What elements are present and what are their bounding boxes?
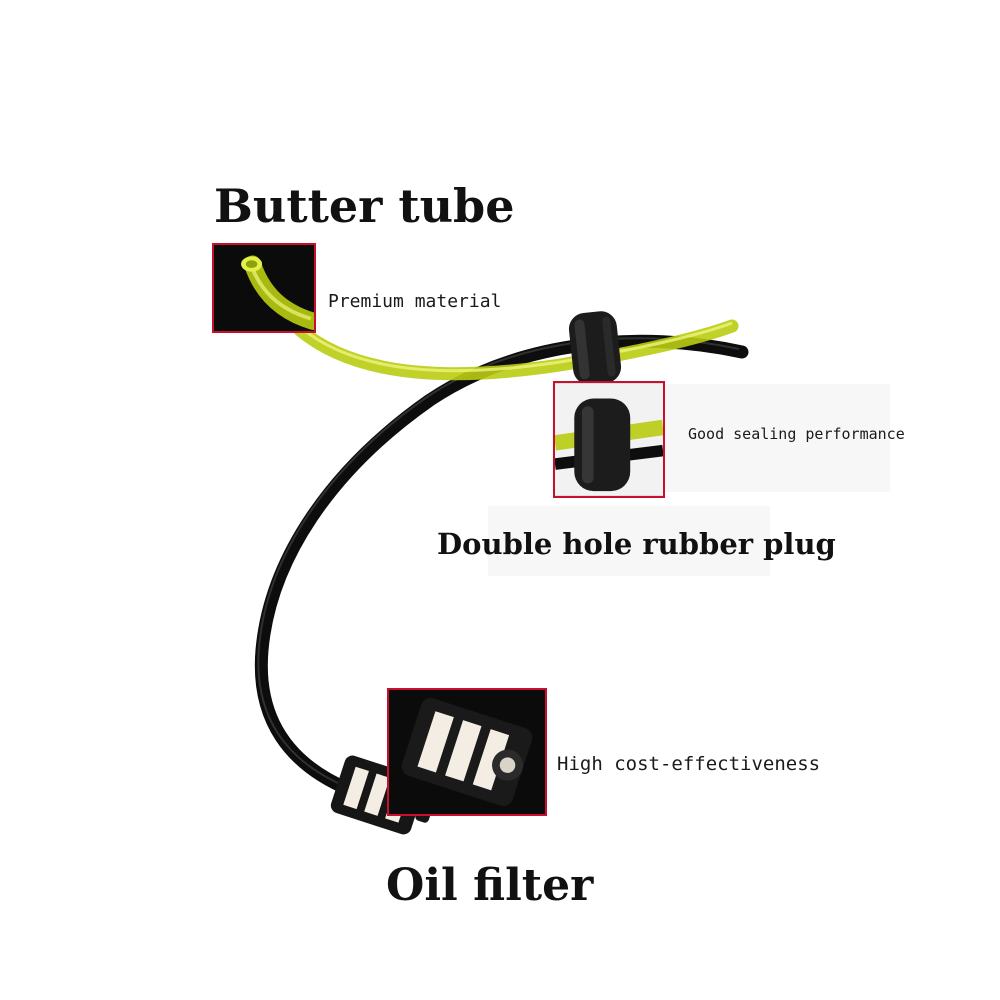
- rubber-plug-closeup: [555, 383, 663, 496]
- good-sealing-label: Good sealing performance: [688, 425, 905, 443]
- butter-tube-heading: Butter tube: [214, 179, 515, 233]
- callout-backdrop: [488, 506, 770, 576]
- yellow-fuel-line: [293, 319, 739, 381]
- oil-filter-closeup: [401, 697, 533, 807]
- inset-rubber-plug: [553, 381, 665, 498]
- inset-oil-filter: [387, 688, 547, 816]
- rubber-plug-heading: Double hole rubber plug: [437, 527, 836, 561]
- yellow-tube-closeup: [241, 255, 314, 331]
- oil-filter-heading: Oil filter: [386, 860, 594, 911]
- cost-effective-label: High cost-effectiveness: [557, 753, 821, 775]
- inset-yellow-tube: [212, 243, 316, 333]
- rubber-plug: [568, 311, 622, 385]
- premium-material-label: Premium material: [328, 291, 502, 312]
